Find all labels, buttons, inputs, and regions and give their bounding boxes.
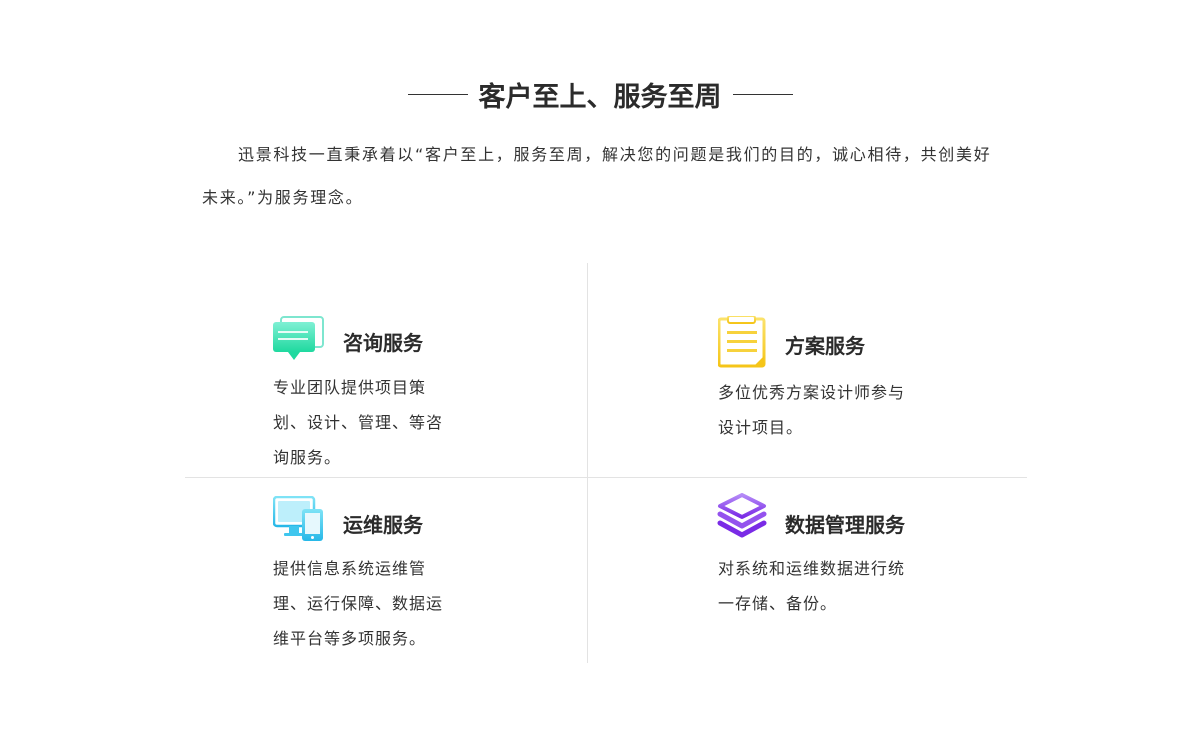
service-title: 数据管理服务 (785, 513, 905, 537)
grid-vertical-divider (587, 263, 588, 663)
title-right-rule (732, 93, 793, 95)
service-description: 专业团队提供项目策划、设计、管理、等咨询服务。 (273, 378, 444, 467)
title-left-rule (407, 93, 468, 95)
layers-icon (717, 493, 767, 538)
service-description: 对系统和运维数据进行统一存储、备份。 (718, 559, 906, 613)
section-intro: 迅景科技一直秉承着以“客户至上，服务至周，解决您的问题是我们的目的，诚心相待，共… (202, 145, 992, 207)
devices-icon (273, 496, 323, 541)
chat-bubble-icon (273, 316, 324, 360)
service-card-solution: 方案服务 多位优秀方案设计师参与设计项目。 (718, 316, 918, 466)
section-title: 客户至上、服务至周 (478, 81, 722, 113)
service-card-operations: 运维服务 提供信息系统运维管理、运行保障、数据运维平台等多项服务。 (273, 496, 473, 656)
section-header: 客户至上、服务至周 (0, 70, 1200, 118)
clipboard-icon (718, 316, 766, 368)
service-description: 提供信息系统运维管理、运行保障、数据运维平台等多项服务。 (273, 559, 444, 648)
grid-horizontal-divider (185, 477, 1027, 478)
service-title: 方案服务 (785, 334, 865, 358)
service-title: 咨询服务 (343, 331, 423, 355)
service-description: 多位优秀方案设计师参与设计项目。 (718, 383, 906, 437)
service-card-consulting: 咨询服务 专业团队提供项目策划、设计、管理、等咨询服务。 (273, 316, 473, 476)
service-card-data-management: 数据管理服务 对系统和运维数据进行统一存储、备份。 (717, 493, 937, 633)
service-title: 运维服务 (343, 513, 423, 537)
